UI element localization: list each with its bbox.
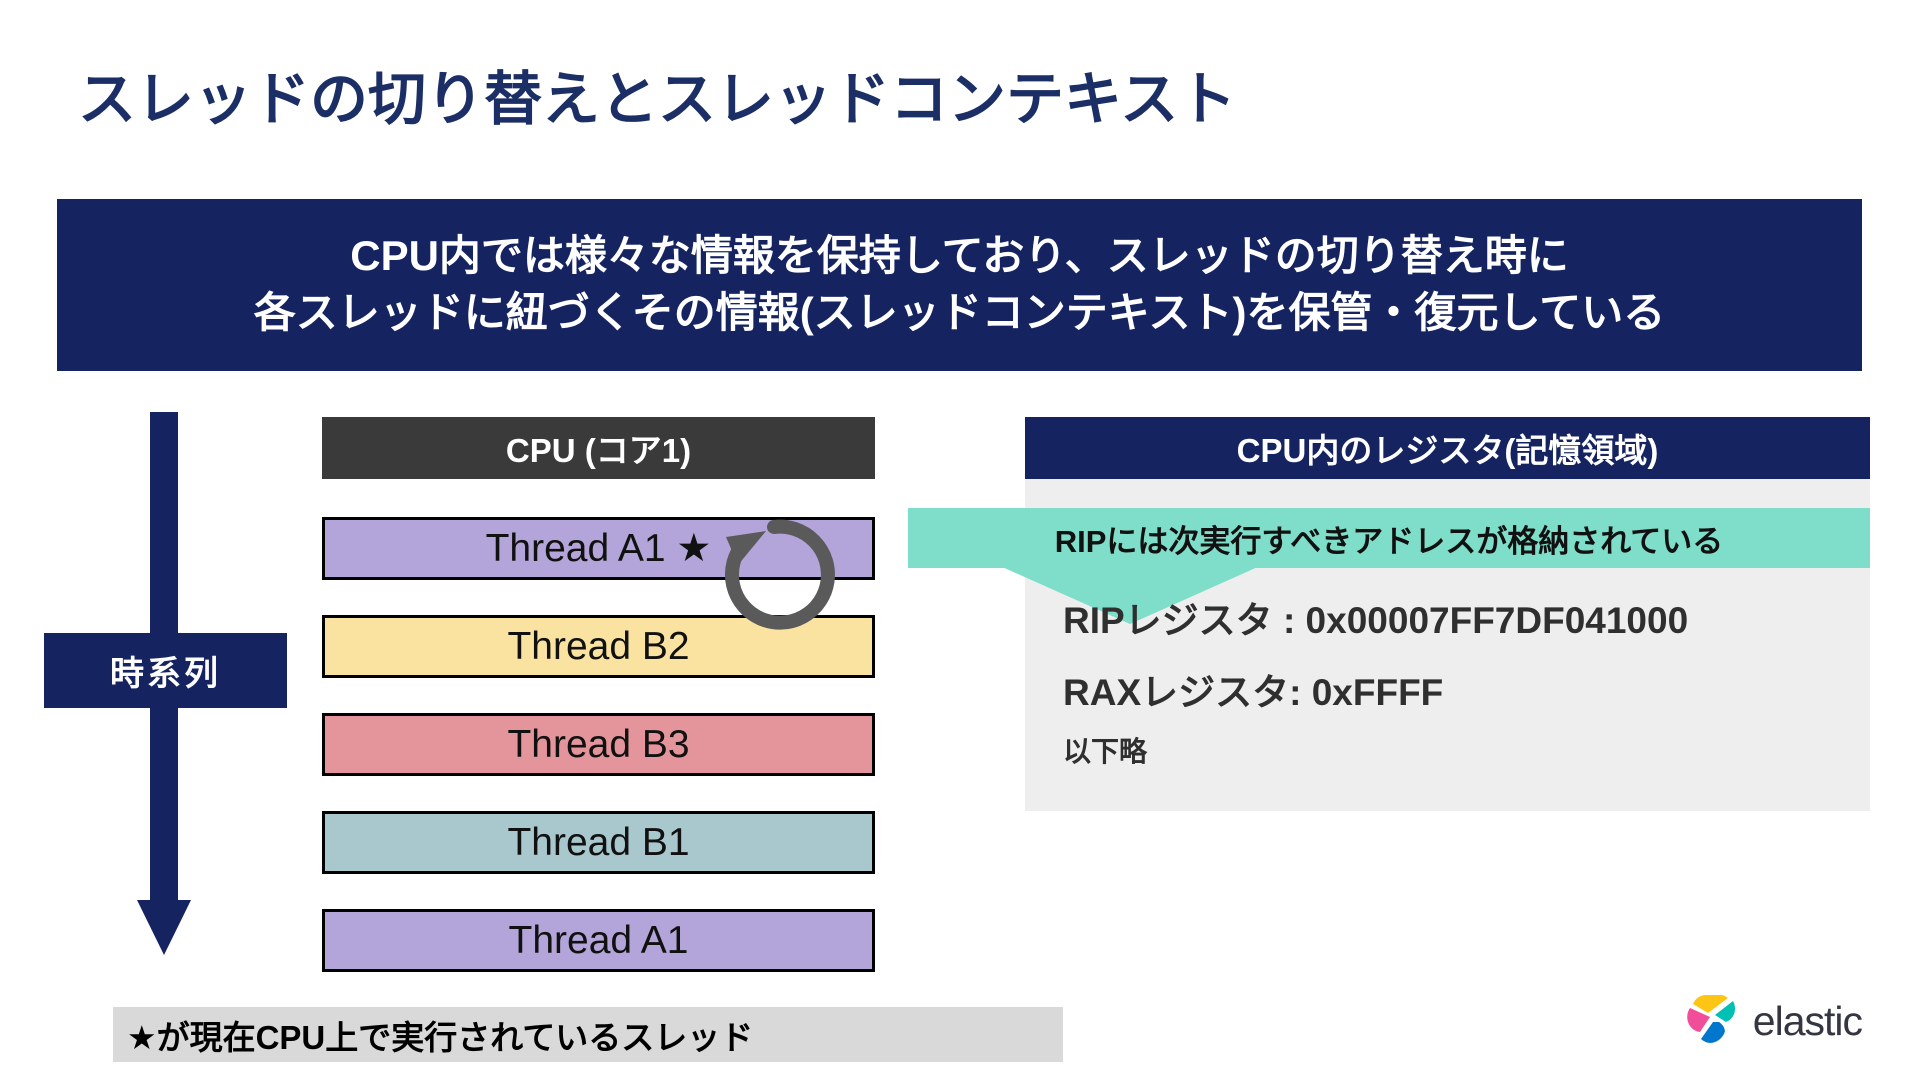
footnote-caption: ★が現在CPU上で実行されているスレッド: [113, 1007, 1063, 1062]
summary-banner-line-2: 各スレッドに紐づくその情報(スレッドコンテキスト)を保管・復元している: [253, 289, 1666, 336]
brand-wordmark: elastic: [1752, 997, 1863, 1044]
thread-row: Thread B3: [322, 713, 875, 776]
timeline-arrow-head-icon: [137, 900, 191, 955]
summary-banner: CPU内では様々な情報を保持しており、スレッドの切り替え時に 各スレッドに紐づく…: [57, 199, 1862, 371]
cpu-core-header: CPU (コア1): [322, 417, 875, 479]
register-line: RAXレジスタ: 0xFFFF: [1063, 672, 1444, 713]
register-callout: RIPには次実行すべきアドレスが格納されている: [908, 508, 1870, 568]
thread-row: Thread B2: [322, 615, 875, 678]
register-line: RIPレジスタ : 0x00007FF7DF041000: [1063, 600, 1689, 641]
summary-banner-line-1: CPU内では様々な情報を保持しており、スレッドの切り替え時に: [350, 232, 1569, 280]
page-title: スレッドの切り替えとスレッドコンテキスト: [78, 67, 1237, 132]
thread-row: Thread A1 ★: [322, 517, 875, 580]
register-line: 以下略: [1063, 736, 1148, 767]
elastic-mark-icon: [1687, 995, 1735, 1043]
thread-row: Thread B1: [322, 811, 875, 874]
thread-row: Thread A1: [322, 909, 875, 972]
timeline-label: 時系列: [44, 633, 287, 708]
brand-logo: elastic: [1685, 994, 1863, 1048]
register-panel-header: CPU内のレジスタ(記憶領域): [1025, 417, 1870, 479]
callout-tail-icon: [1000, 566, 1260, 624]
